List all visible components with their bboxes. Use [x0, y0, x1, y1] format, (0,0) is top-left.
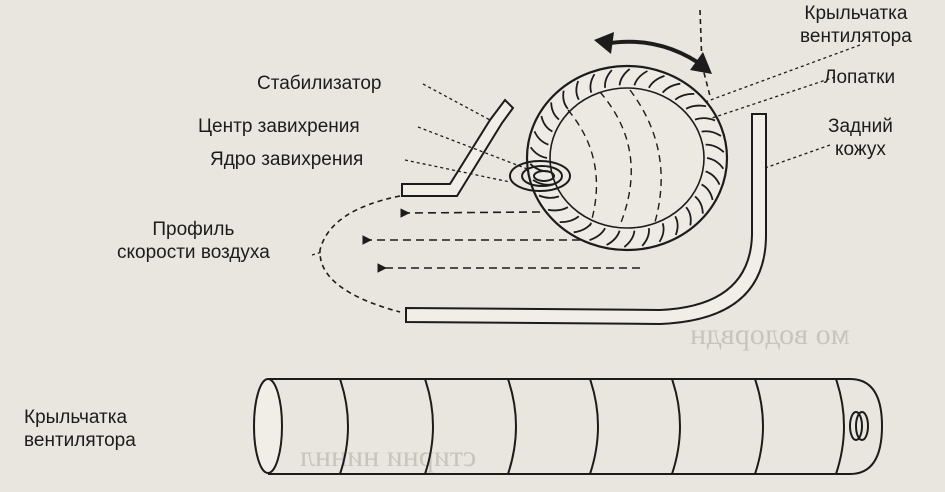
impeller-blade [538, 194, 560, 199]
impeller-blade [618, 68, 631, 86]
label-impeller-top-line1: Крыльчатка [804, 3, 908, 24]
impeller-blade [623, 230, 636, 248]
label-velocity-profile-line2: скорости воздуха [117, 242, 270, 263]
impeller-blade [604, 69, 613, 88]
stabilizer-shape [401, 98, 515, 197]
impeller-blade [589, 227, 606, 241]
label-blades: Лопатки [824, 67, 896, 88]
impeller-blade [589, 73, 596, 93]
label-impeller-bottom: Крыльчатка вентилятора [24, 406, 136, 452]
label-stabilizer: Стабилизатор [257, 73, 382, 94]
label-velocity-profile: Профиль скорости воздуха [117, 218, 270, 264]
vortex-core-spiral [509, 160, 571, 192]
impeller-blade [648, 75, 665, 89]
impeller-blade [562, 90, 569, 110]
impeller-blade [694, 117, 716, 122]
velocity-profile-curve [319, 195, 401, 313]
airflow-arrows [362, 208, 640, 273]
rear-casing-shape [405, 113, 767, 326]
label-impeller-bottom-line1: Крыльчатка [24, 407, 128, 428]
impeller-blade [706, 157, 725, 170]
label-rear-casing-line1: Задний [828, 116, 893, 137]
guide-line [699, 9, 711, 97]
label-impeller-top: Крыльчатка вентилятора [800, 2, 912, 48]
impeller-blade [633, 70, 648, 86]
leader-lines [311, 44, 861, 256]
label-rear-casing-line2: кожух [835, 139, 886, 160]
impeller-blade [685, 206, 692, 226]
label-impeller-top-line2: вентилятора [800, 26, 912, 47]
impeller-blade [533, 130, 549, 146]
impeller-blade [658, 223, 665, 243]
label-vortex-center: Центр завихрения [198, 116, 360, 137]
impeller-blade [540, 115, 553, 133]
impeller-blade [674, 92, 695, 101]
impeller-blade [694, 195, 704, 214]
impeller-blade [685, 104, 707, 110]
impeller-blade [641, 228, 650, 247]
impeller-blade [674, 215, 679, 236]
impeller-blade [550, 102, 560, 121]
rotation-arrow [594, 32, 712, 74]
impeller-cross-section [525, 64, 729, 252]
label-velocity-profile-line1: Профиль [152, 219, 235, 240]
impeller-blade [705, 143, 725, 153]
impeller-blade [701, 130, 722, 137]
label-vortex-core: Ядро завихрения [210, 149, 364, 170]
impeller-blade [705, 170, 721, 186]
impeller-blade [559, 215, 580, 224]
impeller-blade [575, 80, 580, 101]
impeller-blade [529, 146, 548, 159]
impeller-blade [701, 183, 714, 201]
impeller-blade [547, 206, 569, 212]
impeller-side-view [253, 378, 884, 475]
label-rear-casing: Задний кожух [828, 115, 893, 161]
impeller-blade [662, 82, 681, 94]
label-impeller-bottom-line2: вентилятора [24, 430, 136, 451]
impeller-blade [606, 230, 621, 246]
